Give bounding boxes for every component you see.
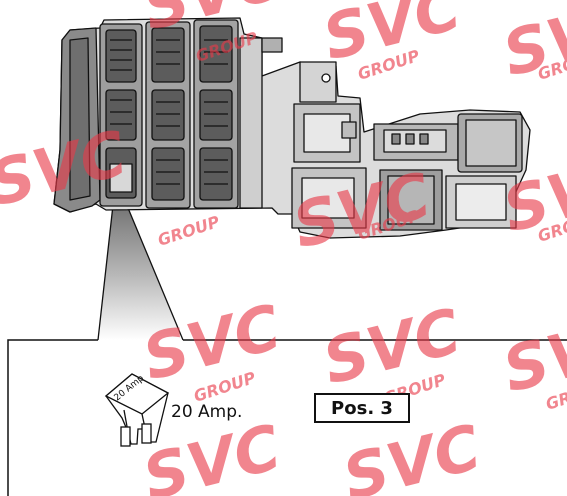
watermark-group: GROUP bbox=[155, 212, 222, 250]
fuse-box-assembly bbox=[53, 17, 531, 239]
relay-right bbox=[457, 113, 523, 173]
fuse-column-3 bbox=[193, 19, 239, 209]
fuse-column-2 bbox=[145, 21, 191, 209]
fuse-position-label: Pos. 3 bbox=[314, 393, 410, 423]
relay-socket-upper bbox=[293, 103, 361, 163]
blade-fuse-icon: 20 Amp bbox=[104, 373, 170, 447]
fuse-rating-label: 20 Amp. bbox=[171, 402, 243, 422]
connector-block bbox=[373, 123, 459, 161]
fuse-column-1 bbox=[99, 23, 143, 207]
relay-socket-right bbox=[445, 175, 517, 229]
relay-center bbox=[379, 169, 443, 231]
detail-frame bbox=[7, 339, 567, 496]
watermark-logo: SVC bbox=[336, 410, 488, 496]
relay-socket-lower bbox=[291, 167, 367, 229]
magnifier-cone bbox=[97, 195, 184, 341]
